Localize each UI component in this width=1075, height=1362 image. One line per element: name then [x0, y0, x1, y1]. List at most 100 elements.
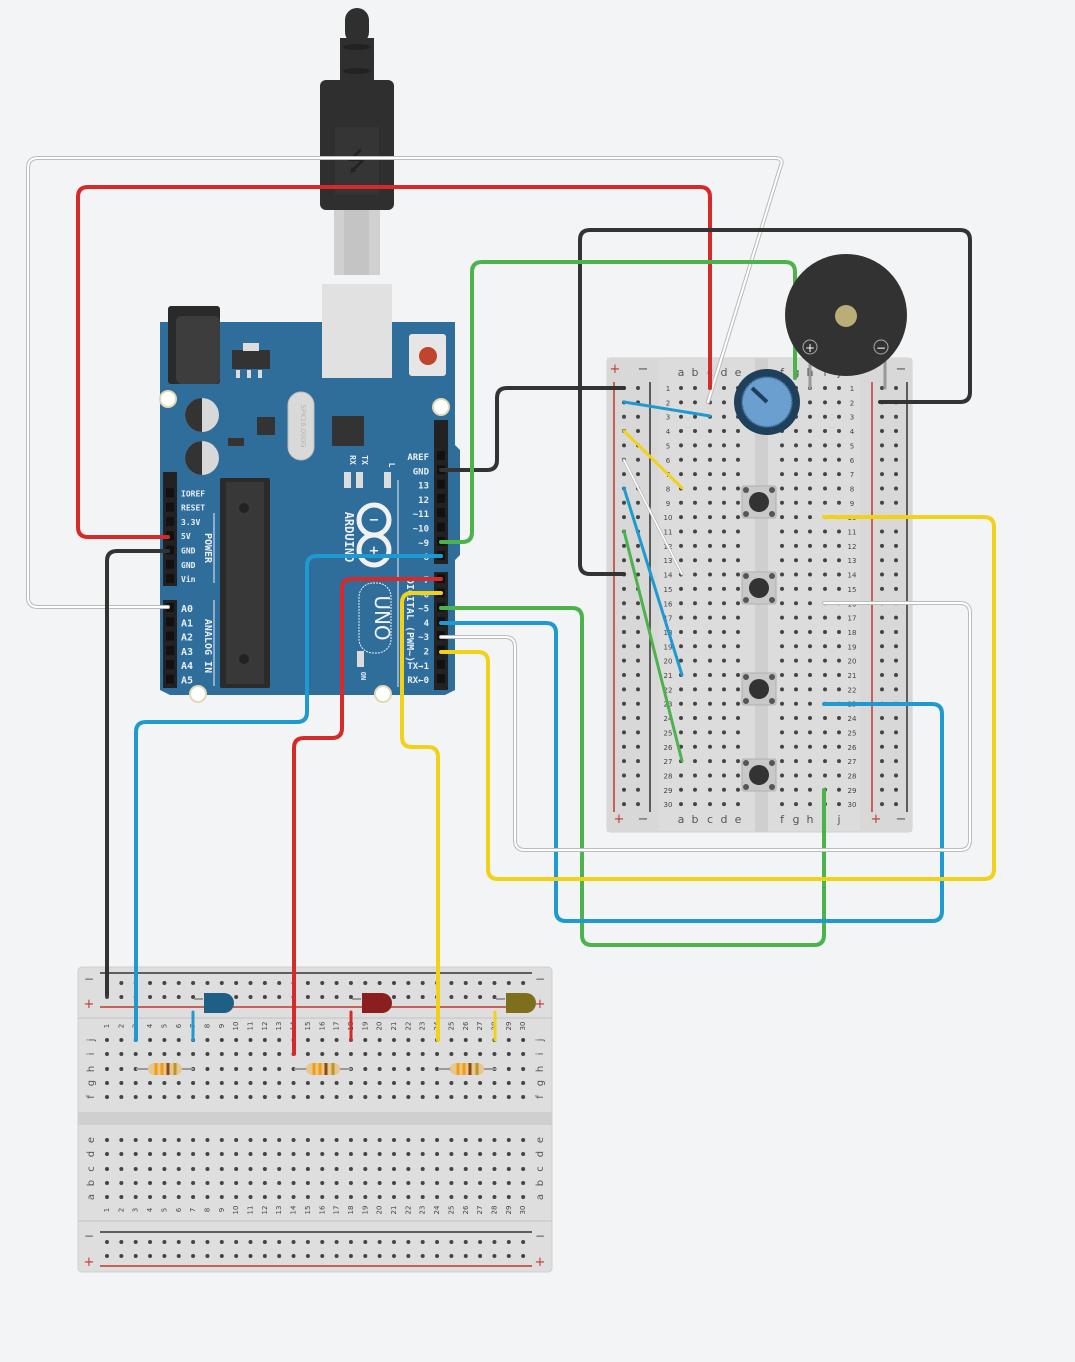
hole[interactable]: [119, 1181, 124, 1185]
hole[interactable]: [736, 716, 740, 721]
hole[interactable]: [636, 744, 640, 749]
hole[interactable]: [708, 558, 712, 563]
hole[interactable]: [837, 644, 841, 649]
hole[interactable]: [736, 644, 740, 649]
hole[interactable]: [708, 429, 712, 434]
hole[interactable]: [622, 701, 626, 706]
hole[interactable]: [808, 586, 812, 591]
hole[interactable]: [449, 1195, 454, 1199]
hole[interactable]: [521, 1181, 526, 1185]
hole[interactable]: [622, 543, 626, 548]
hole[interactable]: [449, 1240, 454, 1244]
hole[interactable]: [823, 658, 827, 663]
hole[interactable]: [636, 414, 640, 419]
hole[interactable]: [478, 981, 483, 985]
hole[interactable]: [708, 615, 712, 620]
hole[interactable]: [636, 730, 640, 735]
hole[interactable]: [722, 658, 726, 663]
hole[interactable]: [837, 486, 841, 491]
hole[interactable]: [636, 615, 640, 620]
hole[interactable]: [837, 500, 841, 505]
hole[interactable]: [248, 1181, 253, 1185]
hole[interactable]: [622, 500, 626, 505]
hole[interactable]: [449, 1095, 454, 1099]
hole[interactable]: [894, 615, 898, 620]
hole[interactable]: [463, 1181, 468, 1185]
hole[interactable]: [837, 658, 841, 663]
hole[interactable]: [794, 687, 798, 692]
hole[interactable]: [377, 1067, 382, 1071]
hole[interactable]: [191, 1240, 196, 1244]
hole[interactable]: [837, 759, 841, 764]
hole[interactable]: [794, 673, 798, 677]
hole[interactable]: [837, 716, 841, 721]
hole[interactable]: [693, 730, 697, 735]
hole[interactable]: [348, 1152, 353, 1156]
hole[interactable]: [363, 1081, 368, 1085]
hole[interactable]: [219, 1195, 224, 1199]
hole[interactable]: [808, 457, 812, 462]
hole[interactable]: [894, 529, 898, 534]
hole[interactable]: [736, 486, 740, 491]
hole[interactable]: [291, 1081, 296, 1085]
hole[interactable]: [894, 457, 898, 462]
hole[interactable]: [334, 995, 339, 999]
hole[interactable]: [622, 586, 626, 591]
hole[interactable]: [506, 981, 511, 985]
hole[interactable]: [521, 1038, 526, 1042]
hole[interactable]: [277, 1195, 282, 1199]
hole[interactable]: [105, 1067, 109, 1071]
pushbutton[interactable]: [741, 758, 777, 792]
hole[interactable]: [406, 1095, 411, 1099]
hole[interactable]: [880, 658, 884, 663]
hole[interactable]: [449, 995, 454, 999]
hole[interactable]: [305, 1138, 310, 1142]
hole[interactable]: [148, 1152, 153, 1156]
hole[interactable]: [679, 386, 683, 390]
hole[interactable]: [736, 673, 740, 677]
hole[interactable]: [808, 759, 812, 764]
hole[interactable]: [780, 673, 784, 677]
hole[interactable]: [736, 773, 740, 778]
header-pin[interactable]: [166, 645, 174, 655]
hole[interactable]: [794, 730, 798, 735]
hole[interactable]: [363, 1195, 368, 1199]
hole[interactable]: [880, 429, 884, 434]
hole[interactable]: [191, 1052, 196, 1056]
header-pin[interactable]: [166, 559, 174, 569]
hole[interactable]: [492, 1081, 497, 1085]
hole[interactable]: [435, 1095, 440, 1099]
hole[interactable]: [837, 386, 841, 390]
hole[interactable]: [191, 1167, 196, 1171]
hole[interactable]: [894, 744, 898, 749]
hole[interactable]: [823, 759, 827, 764]
hole[interactable]: [105, 1240, 109, 1244]
hole[interactable]: [406, 1240, 411, 1244]
hole[interactable]: [708, 543, 712, 548]
hole[interactable]: [823, 457, 827, 462]
hole[interactable]: [392, 1081, 396, 1085]
hole[interactable]: [392, 1067, 396, 1071]
hole[interactable]: [636, 601, 640, 606]
hole[interactable]: [880, 543, 884, 548]
hole[interactable]: [679, 429, 683, 434]
hole[interactable]: [119, 1081, 124, 1085]
hole[interactable]: [478, 995, 483, 999]
hole[interactable]: [693, 787, 697, 792]
resistor[interactable]: [136, 1063, 194, 1075]
hole[interactable]: [780, 644, 784, 649]
hole[interactable]: [794, 773, 798, 778]
hole[interactable]: [693, 515, 697, 520]
hole[interactable]: [363, 1181, 368, 1185]
hole[interactable]: [305, 1254, 310, 1258]
hole[interactable]: [105, 1138, 109, 1142]
wire-green-pin5[interactable]: [439, 606, 826, 947]
hole[interactable]: [463, 1152, 468, 1156]
hole[interactable]: [823, 572, 827, 577]
hole[interactable]: [780, 773, 784, 778]
hole[interactable]: [622, 515, 626, 520]
hole[interactable]: [808, 644, 812, 649]
hole[interactable]: [808, 687, 812, 692]
hole[interactable]: [794, 802, 798, 807]
hole[interactable]: [162, 1152, 167, 1156]
